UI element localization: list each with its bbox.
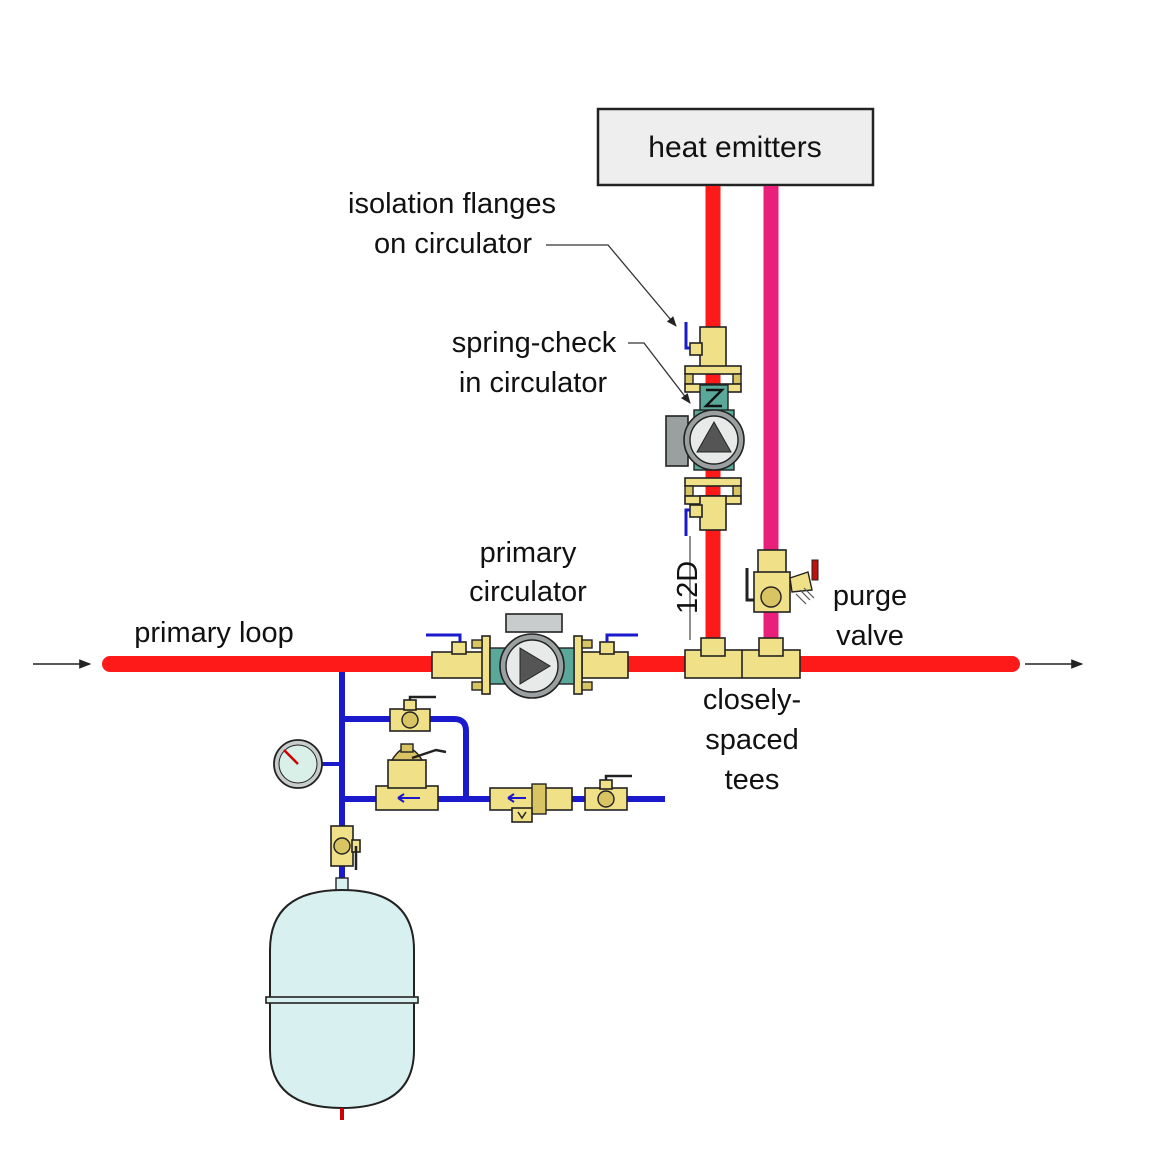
isolation-flanges-label-line2: on circulator xyxy=(374,228,532,260)
closely-spaced-tees xyxy=(684,637,801,679)
purge-valve xyxy=(745,549,819,613)
12d-dimension: 12D xyxy=(672,536,704,640)
closely-spaced-tees-label-line2: spaced xyxy=(705,724,799,756)
pressure-reducing-valve xyxy=(375,743,447,811)
spring-check-icon xyxy=(703,388,725,408)
primary-circulator-label-line2: circulator xyxy=(469,576,587,608)
pressure-gauge xyxy=(273,739,342,789)
primary-circulator-arrow-icon xyxy=(519,647,551,685)
spring-check-label-line2: in circulator xyxy=(459,367,608,399)
primary-circulator xyxy=(426,613,638,699)
makeup-inlet-ball-valve xyxy=(584,774,632,811)
primary-loop-label: primary loop xyxy=(134,617,294,649)
spring-check-leader xyxy=(628,342,691,404)
primary-circulator-label-line1: primary xyxy=(480,537,577,569)
expansion-tank xyxy=(265,877,419,1120)
backflow-preventer xyxy=(489,783,573,823)
isolation-flanges-label-line1: isolation flanges xyxy=(348,188,556,220)
zone-circulator-arrow-icon xyxy=(696,420,732,453)
spring-check-label-line1: spring-check xyxy=(452,327,617,359)
12d-label: 12D xyxy=(672,561,704,614)
heat-emitters-label: heat emitters xyxy=(648,131,821,164)
makeup-bypass-ball-valve xyxy=(389,695,436,732)
isolation-flanges-leader xyxy=(546,244,677,327)
tank-isolation-ball-valve xyxy=(330,825,361,870)
heat-emitters-box: heat emitters xyxy=(596,107,875,187)
makeup-water-piping xyxy=(339,672,665,880)
purge-valve-label-line2: valve xyxy=(836,620,904,652)
zone-circulator xyxy=(665,322,745,536)
closely-spaced-tees-label-line1: closely- xyxy=(703,684,801,716)
closely-spaced-tees-label-line3: tees xyxy=(725,764,780,796)
gauge-needle-icon xyxy=(283,749,299,765)
purge-valve-label-line1: purge xyxy=(833,580,907,612)
